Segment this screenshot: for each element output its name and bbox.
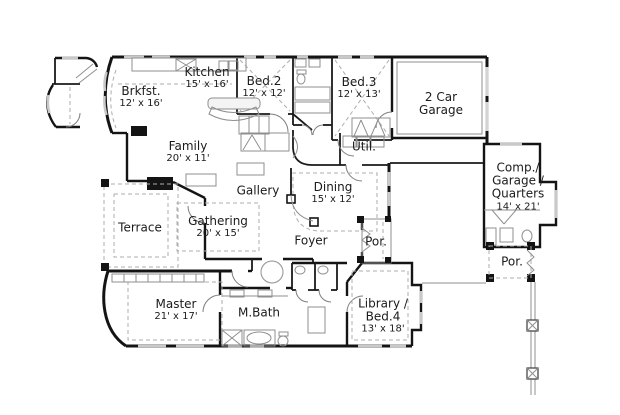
closets-utility <box>238 115 391 148</box>
room-label-foyer: Foyer <box>294 234 327 247</box>
room-label-bed2: Bed.2 12' x 12' <box>242 73 286 100</box>
room-size: 13' x 18' <box>361 323 405 335</box>
room-name: 2 Car <box>424 89 458 104</box>
room-name: Comp./ <box>496 160 540 175</box>
garage-interior <box>396 61 483 135</box>
room-label-family: Family 20' x 11' <box>166 138 210 165</box>
room-size: 20' x 11' <box>166 153 210 165</box>
room-name: Dining <box>313 179 353 194</box>
bath-fixtures <box>294 58 331 114</box>
room-label-library: Library / Bed.4 13' x 18' <box>358 296 408 335</box>
room-name: Kitchen <box>184 64 230 79</box>
quarters-wing <box>482 142 558 249</box>
rotunda <box>260 260 284 284</box>
room-label-mbath: M.Bath <box>238 306 280 319</box>
room-name: Bed.3 <box>341 74 377 89</box>
turret-bay <box>46 56 99 129</box>
room-label-terrace: Terrace <box>118 221 162 234</box>
room-label-porch-entry: Por. <box>365 235 387 248</box>
room-name: Brkfst. <box>121 83 161 98</box>
room-name: Gathering <box>188 213 248 228</box>
room-size: 12' x 13' <box>337 89 381 101</box>
room-label-quarters: Comp./ Garage / Quarters 14' x 21' <box>491 160 545 213</box>
room-label-brkfst: Brkfst. 12' x 16' <box>119 83 163 110</box>
room-name: Garage <box>419 103 463 117</box>
room-label-porch-side: Por. <box>501 255 523 268</box>
room-label-garage: 2 Car Garage <box>419 89 463 117</box>
door-swings <box>187 111 393 313</box>
room-name: Library / <box>358 296 408 311</box>
room-label-master: Master 21' x 17' <box>154 296 198 323</box>
entry-porch <box>357 216 392 264</box>
kitchen-fixtures <box>131 57 298 159</box>
windows <box>103 55 489 348</box>
room-label-gallery: Gallery <box>237 184 280 197</box>
room-name: Bed.4 <box>365 309 401 324</box>
room-name: Garage / <box>492 173 544 188</box>
room-label-dining: Dining 15' x 12' <box>311 179 355 206</box>
room-label-util: Util. <box>352 140 376 153</box>
room-name: Gallery <box>236 183 280 198</box>
fence-line <box>422 282 539 395</box>
room-label-kitchen: Kitchen 15' x 16' <box>184 64 230 91</box>
side-porch <box>486 242 535 282</box>
dining-colonnade <box>286 194 319 227</box>
room-name: Por. <box>365 234 387 249</box>
room-size: 15' x 16' <box>185 79 229 91</box>
room-label-gathering: Gathering 20' x 15' <box>188 213 248 240</box>
room-size: 12' x 12' <box>242 88 286 100</box>
terrace-outline <box>101 179 179 271</box>
room-name: Util. <box>352 139 376 154</box>
room-name: Terrace <box>118 220 162 235</box>
room-name: M.Bath <box>237 305 281 320</box>
room-size: 20' x 15' <box>196 228 240 240</box>
room-size: 12' x 16' <box>119 98 163 110</box>
room-name: Bed.2 <box>246 73 282 88</box>
room-name: Foyer <box>294 233 328 248</box>
room-size: 15' x 12' <box>311 194 355 206</box>
master-details <box>111 265 329 347</box>
room-name: Quarters <box>491 187 545 202</box>
room-label-bed3: Bed.3 12' x 13' <box>337 74 381 101</box>
room-name: Por. <box>501 254 523 269</box>
family-furniture <box>185 162 265 187</box>
room-name: Family <box>168 138 208 153</box>
room-size: 21' x 17' <box>154 311 198 323</box>
room-name: Master <box>155 296 197 311</box>
room-size: 14' x 21' <box>496 201 540 213</box>
